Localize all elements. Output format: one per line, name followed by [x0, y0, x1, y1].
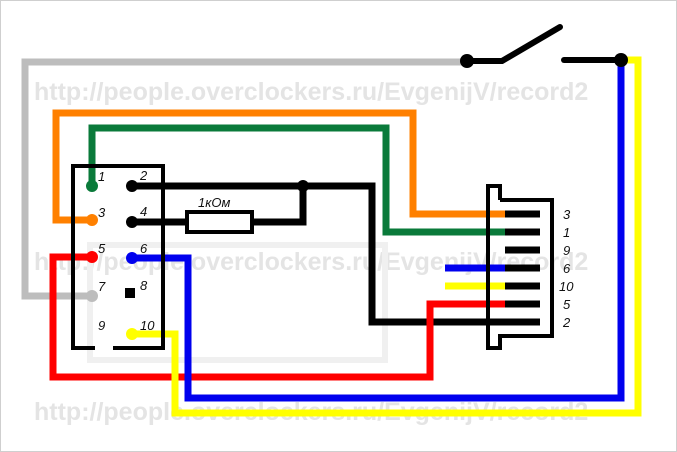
pin-3-dot [86, 214, 98, 226]
wire-black-pin2 [132, 182, 505, 326]
wire-red [49, 253, 505, 381]
wire-black-resistor-junction [252, 186, 307, 226]
left-pin-label: 8 [140, 278, 148, 293]
switch-node-right [614, 53, 628, 67]
watermark-box [87, 242, 388, 363]
pin-10-dot [126, 328, 138, 340]
switch-lever [499, 24, 563, 64]
pin-7-dot [86, 290, 98, 302]
resistor-label: 1кОм [198, 195, 230, 210]
pin-2-dot [126, 180, 138, 192]
resistor-body [185, 210, 254, 234]
pin-5-dot [86, 251, 98, 263]
left-pin-label: 9 [98, 318, 105, 333]
pin-6-dot [126, 252, 138, 264]
left-pin-label: 7 [98, 279, 106, 294]
left-pin-label: 2 [139, 168, 148, 183]
wire-green [88, 124, 505, 236]
pin-4-dot [126, 216, 138, 228]
right-pin-label: 3 [563, 207, 571, 222]
switch-node-left [460, 54, 474, 68]
right-pin-label: 1 [563, 225, 570, 240]
wire-orange [52, 109, 505, 224]
right-pin-label: 10 [559, 279, 574, 294]
pin-8-key [125, 288, 135, 298]
pin-1-dot [86, 180, 98, 192]
junction-dot [297, 180, 309, 192]
wire-blue [132, 60, 625, 402]
left-pin-label: 4 [140, 204, 147, 219]
left-pin-label: 10 [140, 318, 155, 333]
left-pin-label: 5 [98, 241, 106, 256]
left-pin-label: 6 [140, 241, 148, 256]
right-connector-body [486, 184, 554, 350]
watermark-top: http://people.overclockers.ru/EvgenijV/r… [34, 78, 588, 106]
right-pin-label: 5 [563, 297, 571, 312]
right-pin-label: 2 [562, 315, 571, 330]
wire-yellow [132, 56, 642, 417]
right-pin-label: 9 [563, 243, 570, 258]
left-pin-label: 1 [98, 169, 105, 184]
right-pin-label: 6 [563, 261, 571, 276]
left-pin-label: 3 [98, 205, 106, 220]
wire-gray [21, 58, 467, 300]
left-connector-body [71, 164, 165, 350]
